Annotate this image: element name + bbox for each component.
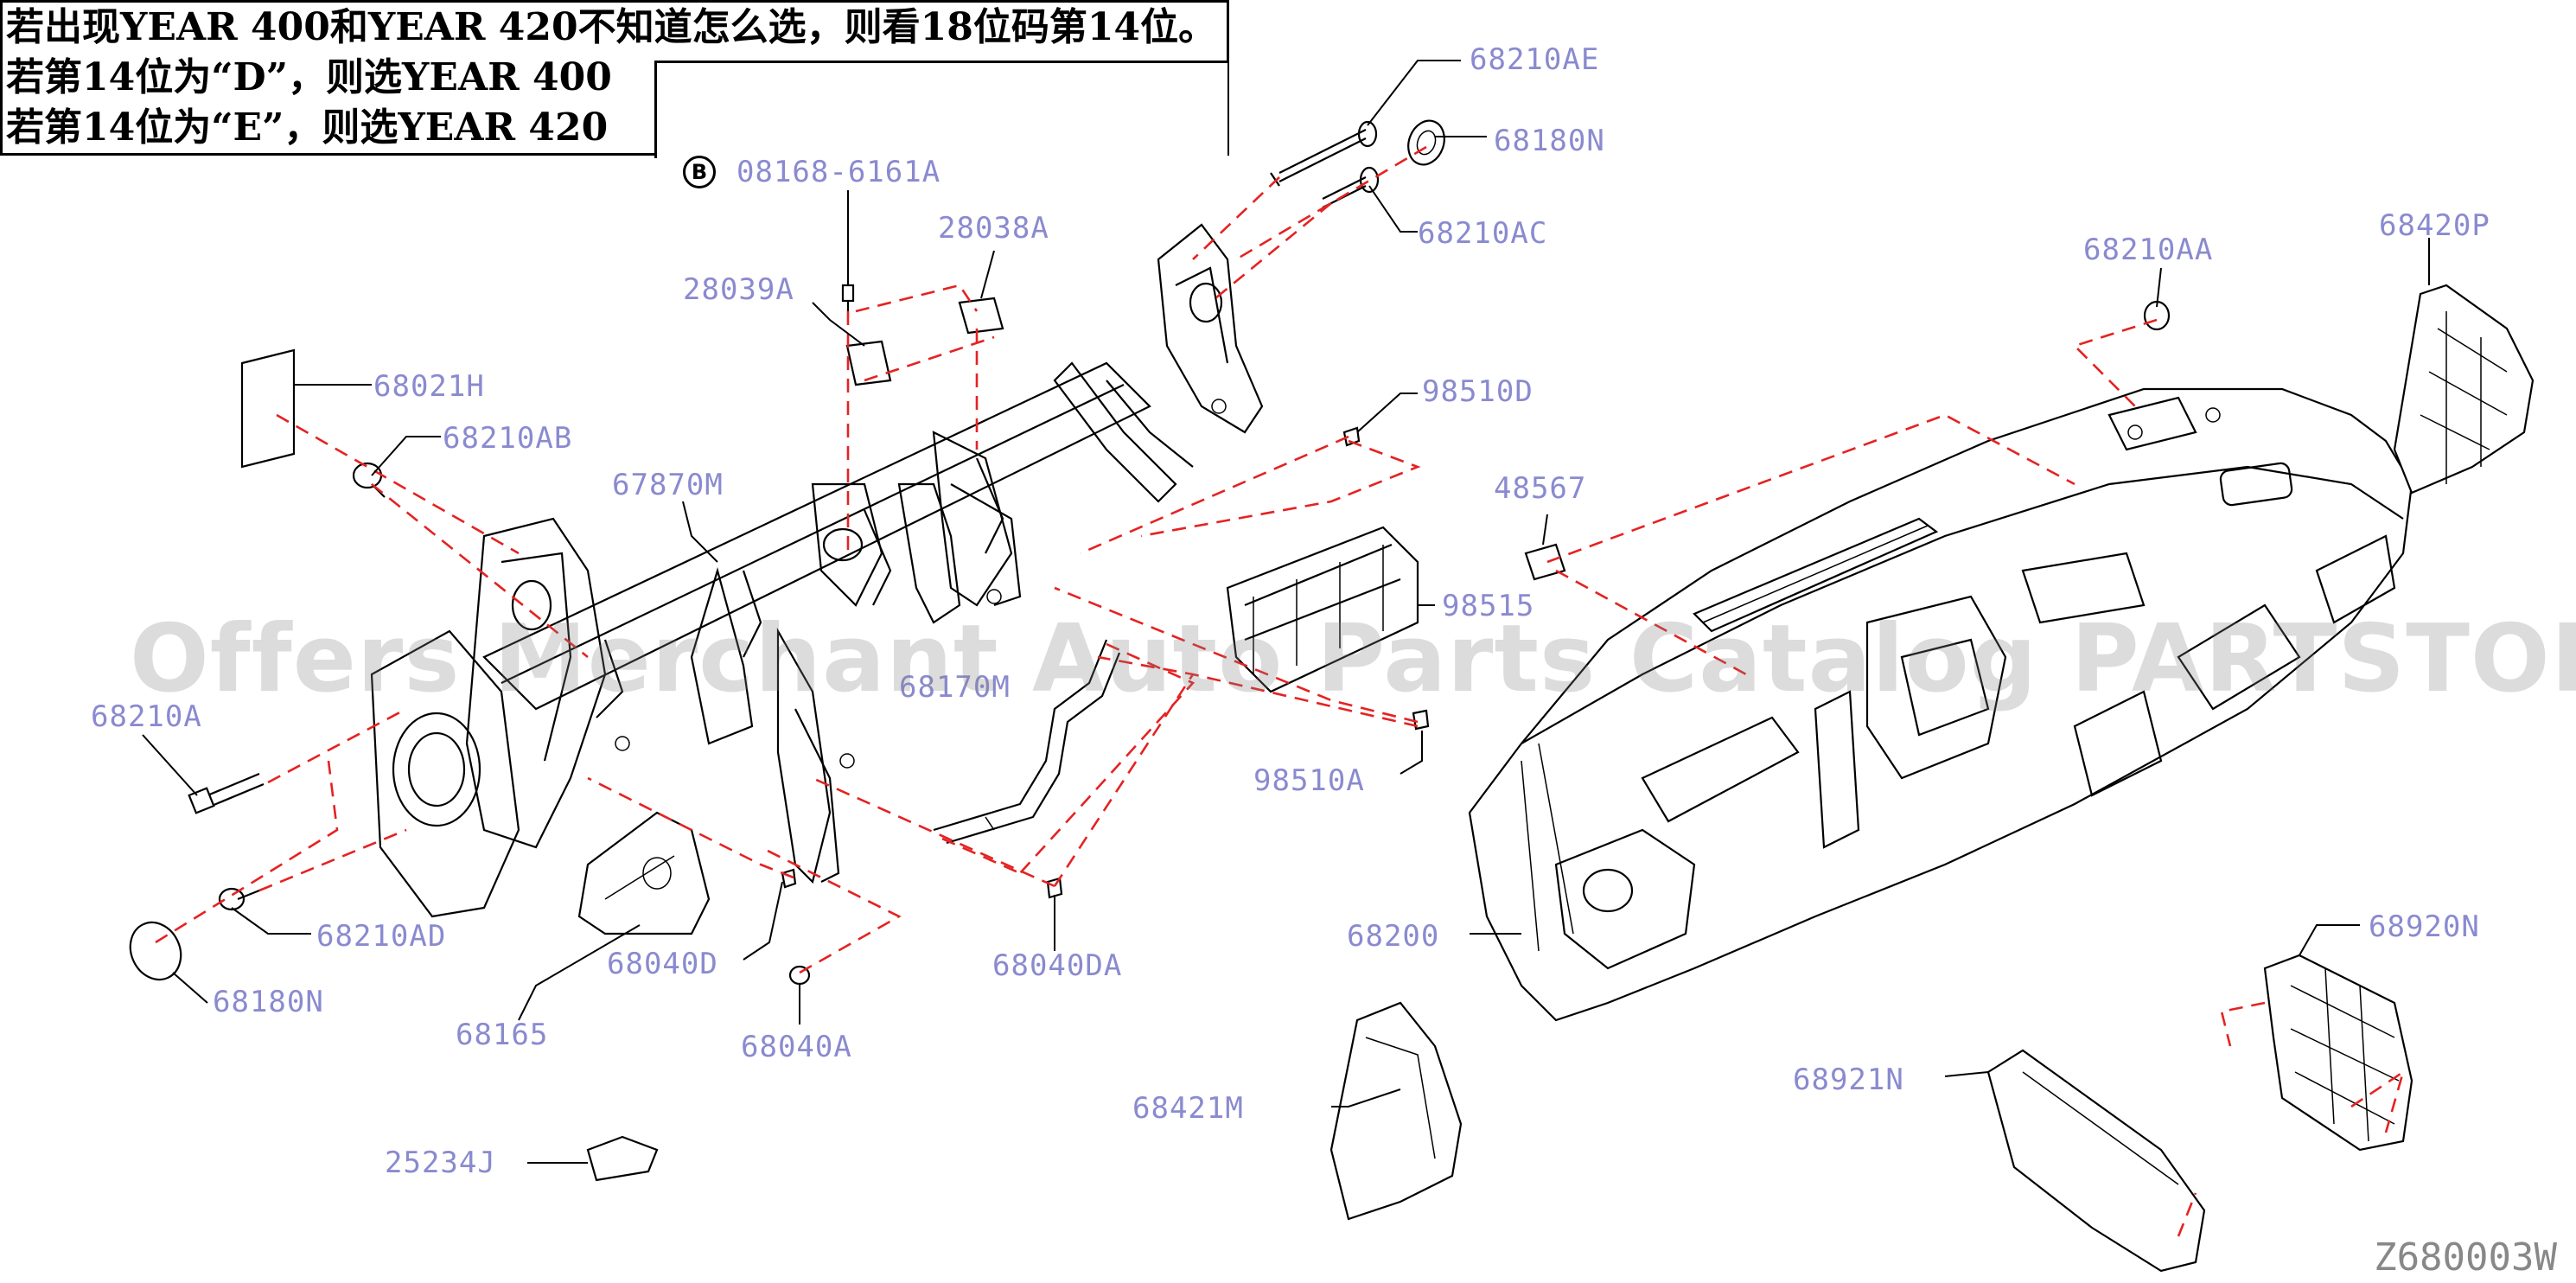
callout-68420P[interactable]: 68420P [2379, 208, 2490, 243]
screw-68040D [781, 868, 797, 889]
bracket-68170M [933, 639, 1121, 845]
callout-68210AD[interactable]: 68210AD [316, 919, 447, 954]
bracket-28038A [958, 297, 1004, 335]
callout-68421M[interactable]: 68421M [1132, 1091, 1244, 1126]
callout-25234J[interactable]: 25234J [385, 1146, 496, 1180]
side-panel-68420P [2393, 284, 2535, 495]
callout-67870M[interactable]: 67870M [612, 468, 724, 502]
callout-68210AB[interactable]: 68210AB [443, 421, 573, 456]
screw-68040DA [1046, 877, 1063, 899]
callout-98510D[interactable]: 98510D [1422, 374, 1533, 409]
bracket-25234J [586, 1135, 659, 1182]
callout-08168-6161A[interactable]: 08168-6161A [736, 155, 941, 189]
lower-cover-68920N [2263, 954, 2413, 1152]
bolt-68210AD [218, 887, 260, 911]
callout-28038A[interactable]: 28038A [938, 211, 1049, 246]
callout-68200[interactable]: 68200 [1347, 919, 1440, 954]
bolt-68210AE [1270, 120, 1378, 187]
callout-68180N-top[interactable]: 68180N [1494, 124, 1605, 158]
callout-68040A[interactable]: 68040A [741, 1030, 852, 1064]
b-marker: B [683, 156, 716, 188]
callout-68165[interactable]: 68165 [456, 1018, 549, 1052]
note-line-2: 若第14位为“D”，则选YEAR 400 [6, 55, 612, 99]
note-line-1: 若出现YEAR 400和YEAR 420不知道怎么选，则看18位码第14位。 [6, 5, 1217, 49]
bracket-68165 [577, 811, 711, 935]
note-top-extend [1227, 0, 1229, 63]
screw-98510A [1412, 709, 1430, 731]
instrument-panel-68200 [1468, 387, 2413, 1022]
note-step-border [654, 61, 1229, 63]
callout-68021H[interactable]: 68021H [373, 369, 485, 404]
callout-68180N-bottom[interactable]: 68180N [213, 985, 324, 1019]
side-cover-68421M [1329, 1001, 1463, 1221]
callout-68921N[interactable]: 68921N [1793, 1063, 1904, 1097]
screw-98510D [1342, 426, 1361, 447]
callout-28039A[interactable]: 28039A [683, 272, 794, 307]
steering-member-67870M [370, 223, 1264, 918]
callout-98515[interactable]: 98515 [1442, 589, 1535, 623]
airbag-module-98515 [1226, 526, 1419, 693]
bolt-08168-6161A [841, 284, 855, 313]
callout-68040DA[interactable]: 68040DA [992, 948, 1123, 983]
note-step-side [654, 61, 657, 158]
callout-48567[interactable]: 48567 [1494, 471, 1587, 506]
callout-leaders [142, 60, 2430, 1164]
panel-68921N [1986, 1049, 2206, 1273]
assembly-lines [155, 145, 2406, 1237]
bolt-68210A [188, 772, 265, 814]
callout-98510A[interactable]: 98510A [1253, 763, 1365, 798]
callout-68040D[interactable]: 68040D [607, 947, 718, 981]
note-step-mask [657, 63, 1227, 158]
callout-68210AA[interactable]: 68210AA [2083, 233, 2214, 267]
note-line-3: 若第14位为“E”，则选YEAR 420 [6, 105, 609, 150]
callout-68210A[interactable]: 68210A [91, 699, 202, 734]
diagram-code: Z680003W [2374, 1235, 2557, 1280]
pad-68021H [240, 348, 296, 469]
callout-68920N[interactable]: 68920N [2369, 910, 2480, 944]
clip-48567 [1524, 543, 1566, 581]
watermark: Offers Merchant Auto Parts Catalog PARTS… [130, 605, 2576, 713]
bracket-28039A [845, 340, 892, 386]
cap-68180N-top [1407, 119, 1445, 166]
callout-68210AE[interactable]: 68210AE [1470, 42, 1600, 77]
callout-68210AC[interactable]: 68210AC [1418, 216, 1548, 251]
cap-68180N-bottom [129, 921, 182, 981]
callout-68170M[interactable]: 68170M [899, 670, 1011, 705]
